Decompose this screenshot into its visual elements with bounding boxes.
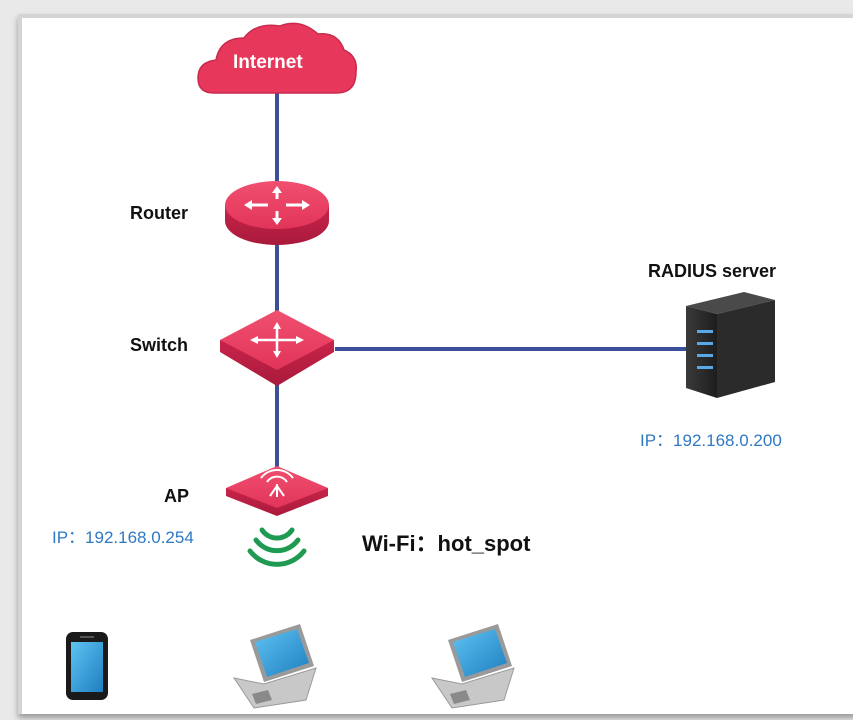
laptop-icon (232, 624, 317, 709)
router-label: Router (130, 203, 188, 223)
access-point-icon (226, 466, 328, 516)
radius-server-ip: IP：192.168.0.200 (640, 431, 782, 450)
cloud-icon (197, 22, 357, 94)
wifi-signal-icon (247, 527, 307, 567)
wifi-ssid-label: Wi-Fi：hot_spot (362, 531, 531, 556)
radius-server-label: RADIUS server (648, 261, 777, 281)
laptop-icon (430, 624, 515, 709)
internet-label: Internet (233, 52, 303, 73)
switch-icon (220, 310, 334, 386)
ap-label: AP (164, 486, 190, 506)
router-icon (225, 181, 329, 245)
server-icon (686, 292, 775, 398)
links (275, 92, 688, 478)
ap-ip: IP：192.168.0.254 (52, 528, 194, 547)
switch-label: Switch (130, 335, 189, 355)
smartphone-icon (66, 632, 108, 700)
